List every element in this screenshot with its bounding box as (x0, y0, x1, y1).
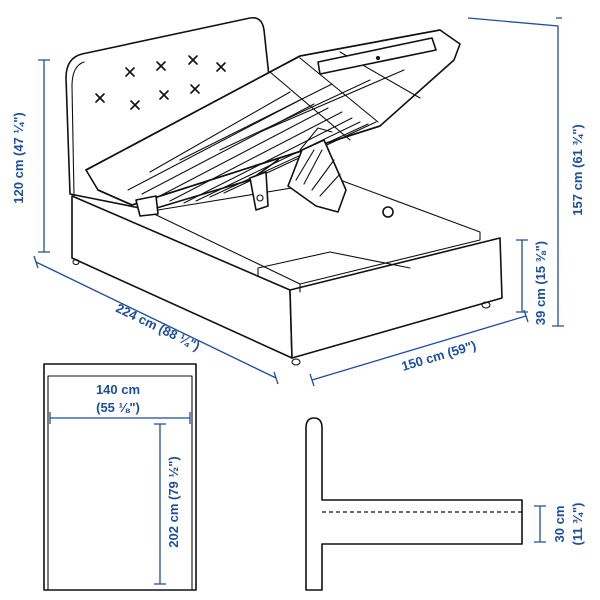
gas-lift-mechanism (135, 127, 347, 217)
bed-illustration (65, 16, 503, 366)
dim-headboard-height: 120 cm (47 ¼") (11, 59, 50, 253)
dim-frame-height-label: 39 cm (15 ⅜") (533, 241, 548, 325)
lift-handle (317, 37, 437, 75)
side-view: 30 cm (11 ¾") (305, 417, 585, 591)
dim-total-height-label: 157 cm (61 ¾") (570, 124, 585, 215)
dim-total-height: 157 cm (61 ¾") (467, 17, 585, 327)
top-view: 140 cm (55 ⅛") 202 cm (79 ½") (43, 363, 197, 591)
dim-side-height-in: (11 ¾") (570, 502, 585, 545)
tufting-buttons (95, 55, 226, 110)
dim-side-height-cm: 30 cm (552, 506, 567, 543)
dim-mattress-width-in: (55 ⅛") (96, 400, 140, 415)
dim-width-label: 150 cm (59") (400, 338, 478, 374)
storage-latch (382, 206, 394, 218)
dim-headboard-height-label: 120 cm (47 ¼") (11, 112, 26, 203)
bed-slats (127, 51, 421, 204)
dim-mattress-length: 202 cm (79 ½") (166, 456, 181, 547)
side-view-outline (305, 417, 523, 591)
bed-base-side (289, 237, 503, 359)
dim-mattress-width-cm: 140 cm (96, 382, 140, 397)
top-view-outline (43, 363, 197, 591)
dim-frame-height: 39 cm (15 ⅜") (516, 239, 548, 325)
